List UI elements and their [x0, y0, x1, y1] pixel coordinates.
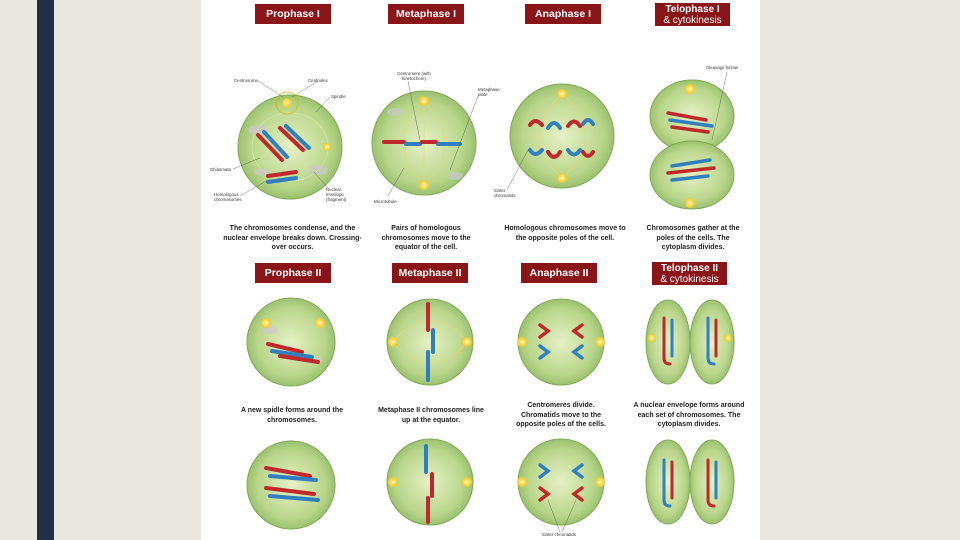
- caption-metaphase2: Metaphase II chromosomes line up at the …: [376, 406, 486, 425]
- header-telophase1-line1: Telophase I: [665, 4, 719, 15]
- caption-telophase1: Chromosomes gather at the poles of the c…: [643, 224, 743, 253]
- cell-prophase2: [247, 298, 335, 386]
- cell-anaphase2: [517, 299, 605, 385]
- header-anaphase1: Anaphase I: [525, 4, 601, 24]
- caption-anaphase2: Centromeres divide. Chromatids move to t…: [509, 401, 613, 430]
- label-centromere: Centromere (with kinetochore): [396, 71, 432, 81]
- label-sister-chromatids-bottom: Sister chromatids: [542, 532, 576, 537]
- header-telophase1: Telophase I & cytokinesis: [655, 3, 730, 26]
- cell-anaphase1: [510, 84, 614, 188]
- label-chiasmata: Chiasmata: [210, 167, 231, 172]
- label-microtubule: Microtubule: [374, 199, 397, 204]
- label-cleavage-furrow: Cleavage furrow: [706, 65, 738, 70]
- header-telophase1-line2: & cytokinesis: [663, 15, 721, 26]
- header-prophase2: Prophase II: [255, 263, 331, 283]
- label-metaphase-plate: Metaphase plate: [478, 87, 504, 97]
- header-telophase2-line2: & cytokinesis: [660, 274, 718, 285]
- cell-telophase2: [646, 300, 734, 384]
- cell-row3-2: [387, 439, 473, 525]
- caption-metaphase1: Pairs of homologous chromosomes move to …: [375, 224, 477, 253]
- label-centrioles: Centrioles: [308, 78, 328, 83]
- cell-row3-3: [517, 439, 605, 532]
- header-metaphase1: Metaphase I: [388, 4, 464, 24]
- cell-row3-4: [646, 440, 734, 524]
- header-telophase2-line1: Telophase II: [661, 263, 718, 274]
- header-metaphase2: Metaphase II: [392, 263, 468, 283]
- cell-prophase1: [238, 92, 342, 199]
- label-spindle: Spindle: [331, 94, 346, 99]
- cell-telophase1: [650, 80, 734, 209]
- caption-prophase2: A new spidle forms around the chromosome…: [238, 406, 346, 425]
- cell-metaphase2: [387, 299, 473, 385]
- label-sister-chromatids: Sister chromatids: [494, 188, 518, 198]
- caption-prophase1: The chromosomes condense, and the nuclea…: [220, 224, 365, 253]
- header-telophase2: Telophase II & cytokinesis: [652, 262, 727, 285]
- label-centrosome: Centrosome: [234, 78, 258, 83]
- label-nuclear-envelope: Nuclear envelope (fragment): [326, 187, 358, 202]
- caption-anaphase1: Homologous chromosomes move to the oppos…: [500, 224, 630, 243]
- header-prophase1: Prophase I: [255, 4, 331, 24]
- label-homologous-chromosomes: Homologous chromosomes: [214, 192, 242, 202]
- header-anaphase2: Anaphase II: [521, 263, 597, 283]
- cell-row3-1: [247, 441, 335, 529]
- caption-telophase2: A nuclear envelope forms around each set…: [625, 401, 753, 430]
